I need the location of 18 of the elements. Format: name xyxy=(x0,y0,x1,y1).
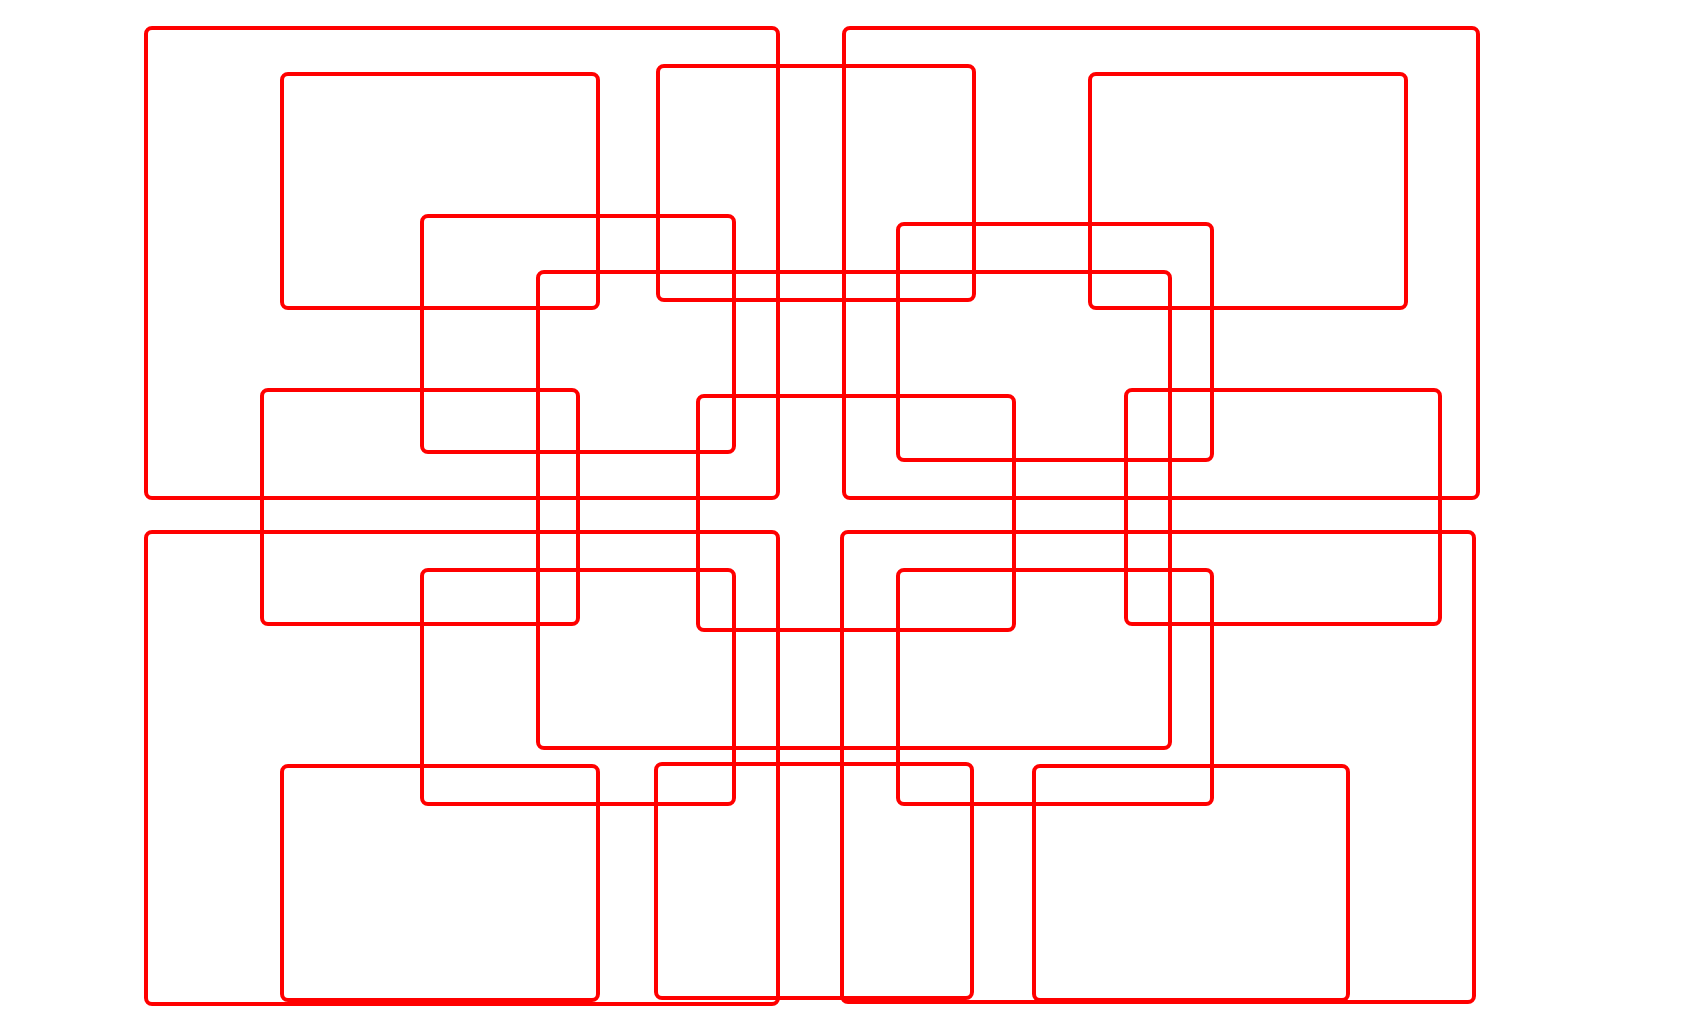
outline-box xyxy=(280,764,600,1002)
outline-box xyxy=(1088,72,1408,310)
outline-box xyxy=(842,26,1480,500)
outline-box xyxy=(656,64,976,302)
outline-box xyxy=(1032,764,1350,1002)
outline-box xyxy=(280,72,600,310)
outline-box xyxy=(896,222,1214,462)
outline-box xyxy=(536,270,1172,750)
outline-box xyxy=(654,762,974,1000)
outline-box xyxy=(896,568,1214,806)
outline-box xyxy=(144,26,780,500)
outline-box xyxy=(696,394,1016,632)
outline-box xyxy=(144,530,780,1006)
outline-box xyxy=(420,214,736,454)
outline-box xyxy=(840,530,1476,1004)
outline-box xyxy=(420,568,736,806)
outline-box xyxy=(1124,388,1442,626)
outline-box xyxy=(260,388,580,626)
